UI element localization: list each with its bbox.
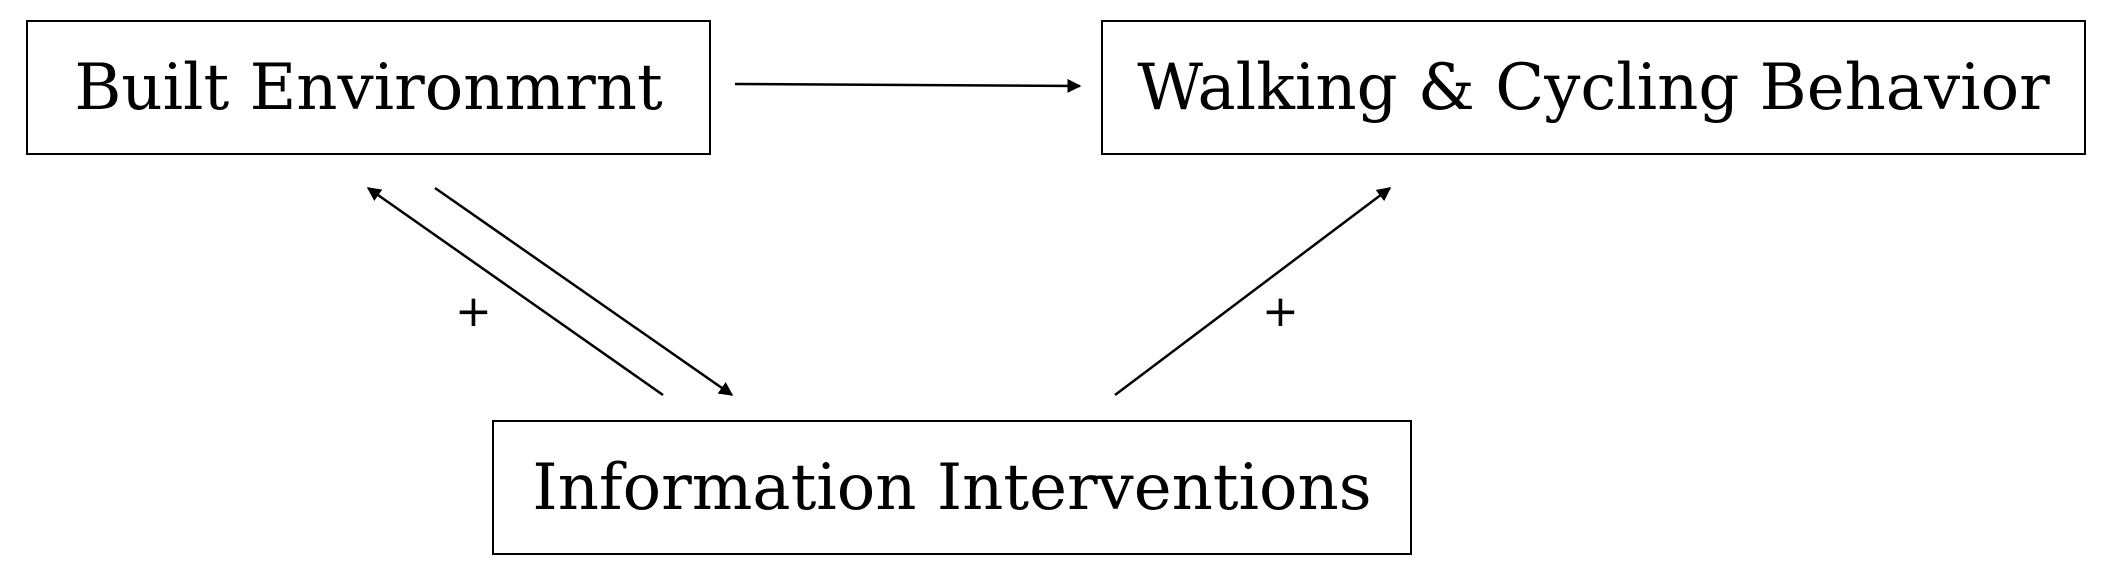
edge-label-info-to-walking: + [1262,286,1299,337]
arrow-info-to-built [366,186,664,397]
node-walking-cycling-behavior: Walking & Cycling Behavior [1101,20,2086,155]
node-information-interventions-label: Information Interventions [532,450,1372,525]
node-walking-cycling-label: Walking & Cycling Behavior [1137,50,2050,125]
edge-label-info-to-built: + [455,286,492,337]
node-built-environment-label: Built Environmrnt [74,50,663,125]
arrow-built-to-info [434,186,734,397]
node-built-environment: Built Environmrnt [26,20,711,155]
arrow-info-to-walking [1114,187,1392,396]
arrow-built-to-walking [734,78,1082,93]
node-information-interventions: Information Interventions [492,420,1412,555]
